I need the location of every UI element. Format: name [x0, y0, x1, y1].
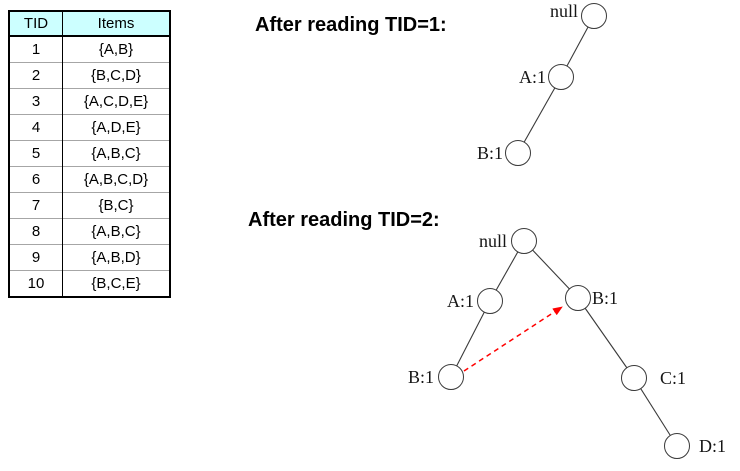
tid-cell: 3	[9, 88, 63, 115]
tree1-heading: After reading TID=1:	[255, 14, 447, 36]
tid-cell: 7	[9, 192, 63, 219]
items-cell: {B,C}	[62, 192, 170, 219]
tree2-node-b1-left	[438, 364, 464, 390]
node-link-arrow	[463, 306, 563, 372]
tid-cell: 1	[31, 41, 41, 58]
table-row: 5{A,B,C}	[9, 140, 170, 167]
tid-cell: 5	[9, 140, 63, 167]
tid-cell: 9	[9, 244, 63, 271]
table-row: 4{A,D,E}	[9, 114, 170, 141]
tree1-node-a1	[548, 64, 574, 90]
tree2-node-d1-label: D:1	[699, 436, 726, 456]
tid-cell: 2	[9, 62, 63, 89]
table-row: 6{A,B,C,D}	[9, 166, 170, 193]
tid-cell: 4	[9, 114, 63, 141]
table-row: 10{B,C,E}	[9, 270, 170, 297]
tree2-edge-a1-b1	[450, 300, 491, 378]
items-cell: {B,C,D}	[62, 62, 170, 89]
table-row: 8{A,B,C}	[9, 218, 170, 245]
tree2-node-b1-right-label: B:1	[592, 288, 619, 308]
col-header-tid: TID	[9, 11, 63, 37]
tree1-node-a1-label: A:1	[519, 67, 546, 87]
tree2-heading: After reading TID=2:	[248, 209, 440, 231]
tree1-node-null	[581, 3, 607, 29]
items-cell: {A,B}	[62, 36, 170, 63]
table-row: 2{B,C,D}	[9, 62, 170, 89]
tree2-node-b1-right	[565, 285, 591, 311]
items-cell: {A,B,D}	[62, 244, 170, 271]
tid-cell: 8	[9, 218, 63, 245]
tree2-node-a1	[477, 288, 503, 314]
tree2-node-c1-label: C:1	[660, 368, 687, 388]
tree1-node-b1-label: B:1	[476, 143, 503, 163]
tree1-node-b1	[505, 140, 531, 166]
tree2-node-b1-left-label: B:1	[407, 367, 434, 387]
table-row: 1 {A,B}	[9, 36, 170, 63]
tree2-edge-b1-c1	[577, 297, 635, 379]
transaction-table: TID Items 1{A,B} 2{B,C,D} 3{A,C,D,E} 4{A…	[8, 10, 171, 298]
items-cell: {A,C,D,E}	[62, 88, 170, 115]
tree1-node-null-label: null	[549, 1, 578, 21]
items-cell: {B,C,E}	[62, 270, 170, 297]
table-row: 7{B,C}	[9, 192, 170, 219]
tree2-node-null	[511, 228, 537, 254]
tid-cell: 6	[9, 166, 63, 193]
table-row: 3{A,C,D,E}	[9, 88, 170, 115]
items-cell: {A,B,C}	[62, 140, 170, 167]
table-header-row: TID Items	[9, 11, 170, 37]
tree2-node-a1-label: A:1	[447, 291, 474, 311]
tid-cell: 10	[9, 270, 63, 297]
items-cell: {A,B,C}	[62, 218, 170, 245]
tree2-node-null-label: null	[478, 231, 507, 251]
tree2-node-c1	[621, 365, 647, 391]
tree2-node-d1	[664, 433, 690, 459]
table-row: 9{A,B,D}	[9, 244, 170, 271]
items-cell: {A,D,E}	[62, 114, 170, 141]
items-cell: {A,B,C,D}	[62, 166, 170, 193]
tree1-edge-a1-b1	[517, 76, 562, 154]
col-header-items: Items	[62, 11, 170, 37]
